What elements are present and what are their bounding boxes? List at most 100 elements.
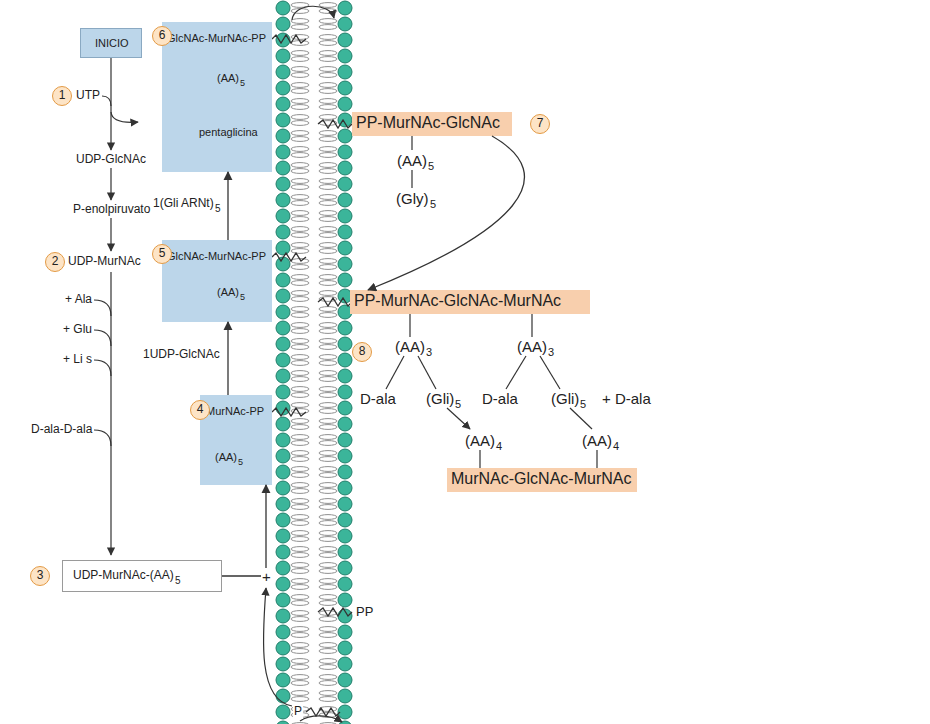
flow-arrow <box>222 485 266 576</box>
flip-arrow <box>292 6 334 20</box>
start-box: INICIO <box>80 28 142 58</box>
lipid-carrier <box>272 253 306 261</box>
subscript-text: 4 <box>496 440 502 453</box>
callout-number: 2 <box>45 252 65 272</box>
node-text: MurNAc-PP <box>206 405 264 418</box>
node-text: (AA) <box>217 286 239 299</box>
bond-line <box>479 450 480 468</box>
label-text: PP <box>356 605 373 620</box>
subscript-text: 5 <box>580 398 586 411</box>
callout-number: 1 <box>52 86 72 106</box>
highlight-band: MurNAc-GlcNAc-MurNAc <box>447 468 637 492</box>
callout-number: 6 <box>152 26 172 46</box>
label-text: + Ala <box>65 293 92 307</box>
subscript-text: 3 <box>426 346 432 359</box>
flow-arrow <box>227 172 228 240</box>
node-text: 5 <box>175 575 181 587</box>
subscript-text: 5 <box>455 398 461 411</box>
label-text: UTP <box>76 89 100 103</box>
node-text: INICIO <box>95 37 129 50</box>
subscript-text: 5 <box>430 198 436 211</box>
process-box: GlcNAc-MurNAc-PP (AA)5 pentaglicina <box>162 22 272 172</box>
node-text: 5 <box>238 457 243 467</box>
input-curve <box>94 430 111 446</box>
lipid-carrier <box>272 408 306 416</box>
label-text: + Glu <box>63 323 92 337</box>
lipid-carrier <box>306 708 340 716</box>
label-text: (AA) <box>395 338 425 355</box>
lipid-carrier <box>272 35 306 43</box>
input-curve <box>94 360 111 376</box>
label-text: D-ala <box>360 390 396 407</box>
input-curve <box>94 330 111 346</box>
node-text: PP-MurNAc-GlcNAc-MurNAc <box>354 292 561 310</box>
label-text: + D-ala <box>602 390 651 407</box>
label-text: 1UDP-GlcNAc <box>143 348 220 362</box>
lipid-carrier <box>318 120 352 128</box>
carrier-return-arrow <box>263 588 292 706</box>
label-text: UDP-GlcNAc <box>76 153 146 167</box>
flow-arrow <box>368 136 524 290</box>
process-box: MurNAc-PP (AA)5 <box>200 395 272 485</box>
pathway-arrow <box>110 168 111 200</box>
node-text: UDP-MurNAc-(AA) <box>73 569 174 583</box>
bond-line <box>596 450 597 468</box>
input-curve <box>102 96 111 106</box>
label-text: P-enolpiruvato <box>73 203 150 217</box>
node-text: MurNAc-GlcNAc-MurNAc <box>451 470 631 488</box>
label-text: (Gli) <box>426 390 454 407</box>
label-text: (AA) <box>465 432 495 449</box>
label-text: UDP-MurNAc <box>68 255 141 269</box>
label-text: (Gli) <box>551 390 579 407</box>
label-text: (AA) <box>582 432 612 449</box>
bond-line <box>531 314 532 337</box>
label-text: (AA) <box>397 152 427 169</box>
bond-line <box>418 356 436 389</box>
bond-line <box>411 136 412 150</box>
label-text: D-ala <box>482 390 518 407</box>
flip-arrow <box>300 716 342 722</box>
subscript-text: 5 <box>215 203 221 215</box>
crosslink-arrow <box>447 408 470 429</box>
label-text: (AA) <box>517 338 547 355</box>
node-text: GlcNAc-MurNAc-PP <box>167 32 266 45</box>
input-curve <box>94 300 111 316</box>
highlight-band: PP-MurNAc-GlcNAc-MurNAc <box>350 290 590 314</box>
node-text: (AA) <box>217 72 239 85</box>
label-text: + <box>261 568 272 585</box>
highlight-band: PP-MurNAc-GlcNAc <box>352 112 512 136</box>
label-text: P <box>293 705 303 719</box>
bond-line <box>506 356 526 389</box>
flow-arrow <box>227 322 228 395</box>
node-text: (AA) <box>215 451 237 464</box>
node-text: 5 <box>240 292 245 302</box>
subscript-text: 5 <box>428 160 434 173</box>
crosslink-line <box>570 408 592 429</box>
membrane-bilayer <box>274 0 354 724</box>
node-text: pentaglicina <box>199 126 258 139</box>
subscript-text: 3 <box>548 346 554 359</box>
label-text: (Gly) <box>396 190 429 207</box>
label-text: 1(Gli ARNt) <box>153 197 214 211</box>
bond-line <box>540 356 560 389</box>
callout-number: 3 <box>30 566 50 586</box>
bond-line <box>409 314 410 337</box>
process-box: GlcNAc-MurNAc-PP (AA)5 <box>162 240 272 322</box>
callout-number: 4 <box>190 400 210 420</box>
label-text: D-ala-D-ala <box>31 423 92 437</box>
node-text: GlcNAc-MurNAc-PP <box>167 250 266 263</box>
node-text: 5 <box>240 78 245 88</box>
process-box: UDP-MurNAc-(AA)5 <box>62 560 222 592</box>
label-text: + Li s <box>63 353 92 367</box>
bond-line <box>411 170 412 188</box>
lipid-carrier <box>318 298 352 306</box>
node-text: PP-MurNAc-GlcNAc <box>356 114 500 132</box>
output-curve <box>111 112 138 122</box>
subscript-text: 4 <box>613 440 619 453</box>
callout-number: 7 <box>530 114 550 134</box>
bond-line <box>386 356 404 389</box>
lipid-carrier <box>318 608 352 616</box>
